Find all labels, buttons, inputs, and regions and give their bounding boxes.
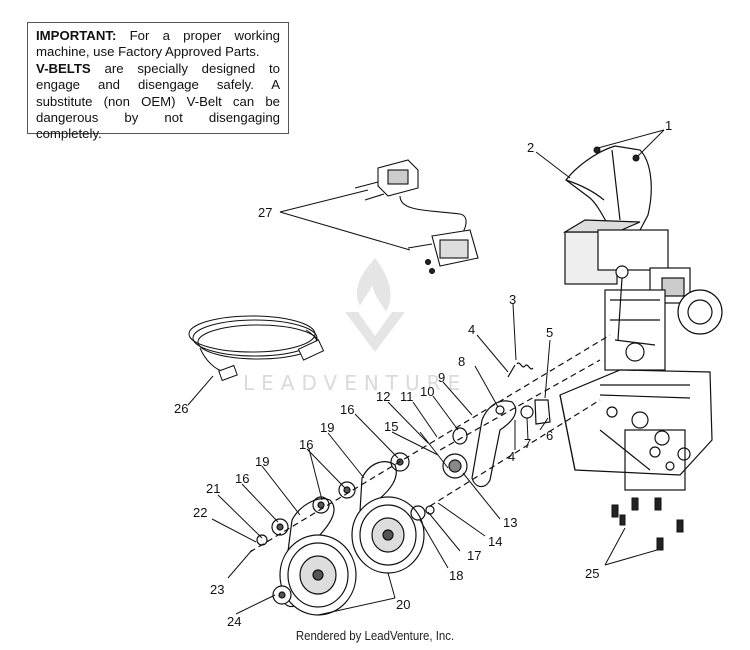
callout-2: 2 (527, 140, 534, 155)
leader-lines (187, 129, 665, 616)
callout-numbers: 1 2 3 4 5 8 9 10 11 12 15 16 19 16 19 16… (174, 118, 672, 629)
callout-11: 11 (400, 389, 414, 404)
footer-credit: Rendered by LeadVenture, Inc. (295, 628, 455, 643)
electric-starter (354, 159, 479, 275)
callout-6: 6 (546, 428, 553, 443)
callout-15: 15 (384, 419, 398, 434)
power-cord (188, 315, 325, 382)
callout-16b: 16 (299, 437, 313, 452)
bolts (593, 146, 684, 551)
watermark-text: LEADVENTURE (243, 371, 467, 395)
watermark: LEADVENTURE (243, 258, 467, 395)
callout-9: 9 (438, 370, 445, 385)
important-notice-paragraph-2: V-BELTS are specially designed to engage… (36, 61, 280, 143)
callout-22: 22 (193, 505, 207, 520)
callout-13: 13 (503, 515, 517, 530)
engine-assembly (559, 145, 723, 491)
callout-4a: 4 (468, 322, 475, 337)
callout-24: 24 (227, 614, 241, 629)
callout-14: 14 (488, 534, 502, 549)
callout-26: 26 (174, 401, 188, 416)
callout-3: 3 (509, 292, 516, 307)
important-label: IMPORTANT: (36, 28, 117, 43)
watermark-v-icon (345, 312, 405, 352)
callout-27: 27 (258, 205, 272, 220)
callout-4b: 4 (508, 449, 515, 464)
callout-17: 17 (467, 548, 481, 563)
important-text: For a proper working machine, use Factor… (36, 28, 280, 60)
important-notice-box: IMPORTANT: For a proper working machine,… (27, 22, 289, 141)
callout-18: 18 (449, 568, 463, 583)
callout-5: 5 (546, 325, 553, 340)
watermark-flame-icon (356, 258, 391, 312)
callout-20: 20 (396, 597, 410, 612)
vbelts-text: are specially designed to engage and dis… (36, 60, 280, 142)
callout-7: 7 (524, 436, 531, 451)
callout-16a: 16 (340, 402, 354, 417)
callout-8: 8 (458, 354, 465, 369)
callout-25: 25 (585, 566, 599, 581)
callout-19b: 19 (255, 454, 269, 469)
callout-12: 12 (376, 389, 390, 404)
callout-16c: 16 (235, 471, 249, 486)
callout-19a: 19 (320, 420, 334, 435)
callout-10: 10 (420, 384, 434, 399)
vbelts-label: V-BELTS (36, 60, 91, 76)
callout-23: 23 (210, 582, 224, 597)
callout-1: 1 (665, 118, 672, 133)
callout-21: 21 (206, 481, 220, 496)
important-notice-paragraph-1: IMPORTANT: For a proper working machine,… (36, 28, 280, 61)
pulley-belt-assembly (249, 334, 611, 616)
